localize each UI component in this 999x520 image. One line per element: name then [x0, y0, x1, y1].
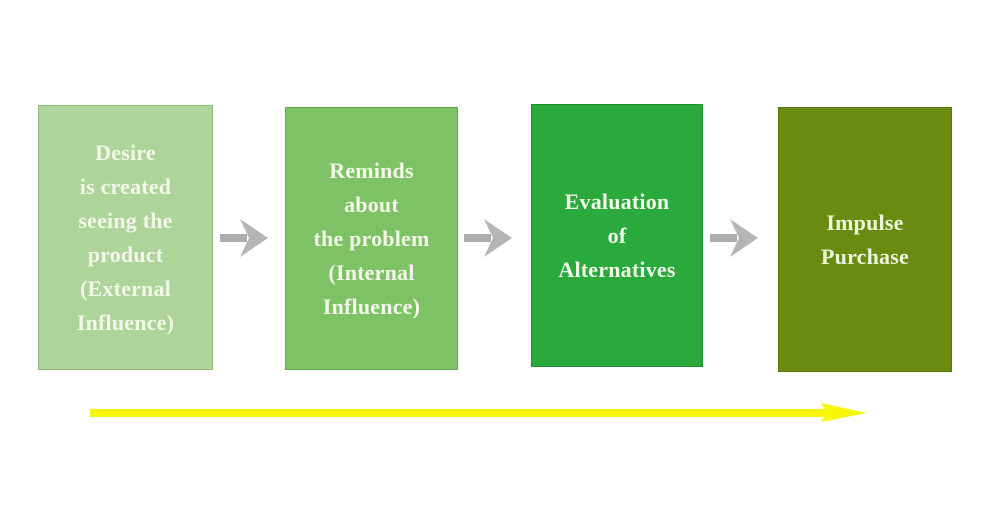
stage-box-impulse-purchase: Impulse Purchase	[778, 107, 952, 372]
stage-text-line: is created	[79, 173, 172, 199]
stage-box-evaluation: Evaluation of Alternatives	[531, 104, 703, 367]
stage-text-line: Influence)	[322, 293, 421, 319]
stage-text-line: Desire	[95, 139, 156, 165]
stage-text-line: about	[344, 191, 399, 217]
stage-box-desire: Desire is created seeing the product (Ex…	[38, 105, 213, 370]
stage-text-line: the problem	[313, 225, 430, 251]
stage-text-line: (External	[79, 275, 171, 301]
stage-text-line: Reminds	[329, 157, 414, 183]
right-arrow-icon	[710, 219, 758, 257]
stage-text-line: Impulse	[826, 209, 904, 235]
timeline-arrow-icon	[90, 403, 867, 422]
stage-text-line: (Internal	[328, 259, 415, 285]
stage-text-line: Alternatives	[558, 256, 676, 282]
stage-box-reminds: Reminds about the problem (Internal Infl…	[285, 107, 458, 370]
stage-text-line: Influence)	[76, 309, 175, 335]
stage-text-line: product	[87, 241, 164, 267]
stage-text-line: Evaluation	[564, 188, 670, 214]
stage-text-line: Purchase	[821, 243, 909, 269]
right-arrow-icon	[464, 219, 512, 257]
right-arrow-icon	[220, 219, 268, 257]
stage-text-line: seeing the	[78, 207, 173, 233]
stage-text-line: of	[607, 222, 627, 248]
